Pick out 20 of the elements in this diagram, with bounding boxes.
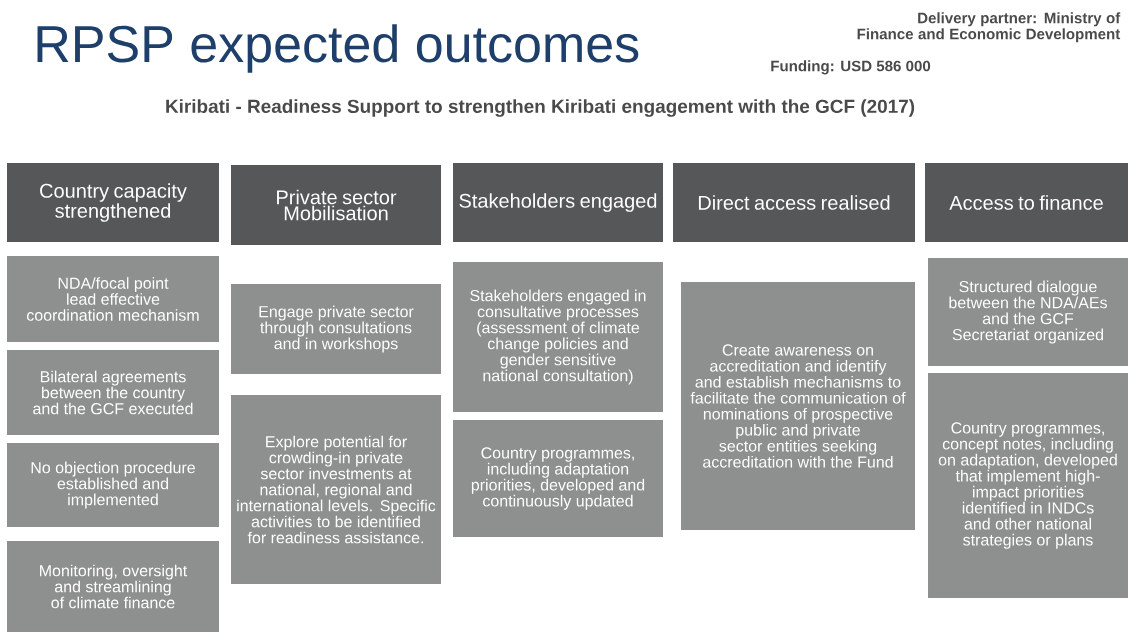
outcome-box: Engage private sector through consultations and in workshops [231,284,441,374]
outcome-box: Bilateral agreements between the country and the GCF executed [7,350,219,435]
column-header: Direct access realised [673,163,915,242]
outcome-box: Explore potential for crowding-in private sector investments at national, regional and international levels. Specific activities to be identified for readiness assistance. [231,395,441,584]
outcome-box: Create awareness on accreditation and identify and establish mechanisms to facilitate the communication of nominations of prospective public and private sector entities seeking accreditation with the Fund [681,282,915,530]
column-header: Private sector Mobilisation [231,165,441,245]
subtitle: Kiribati - Readiness Support to strengthen Kiribati engagement with the GCF (2017) [166,99,915,117]
outcome-box: Country programmes, including adaptation priorities, developed and continuously updated [453,420,663,537]
title: RPSP expected outcomes [37,24,639,73]
info-text: Delivery partner: Ministry of Finance and Economic Development [857,12,1121,43]
outcome-box: No objection procedure established and implemented [7,443,219,527]
outcome-box: Stakeholders engaged in consultative processes (assessment of climate change policies and gender sensitive national consultation) [453,262,663,412]
info-text: Funding: USD 586 000 [771,60,931,75]
column-header: Country capacity strengthened [7,163,219,242]
outcome-box: Structured dialogue between the NDA/AEs and the GCF Secretariat organized [928,258,1128,366]
column-header: Access to finance [925,163,1128,242]
outcome-box: Monitoring, oversight and streamlining of climate finance [7,541,219,632]
outcome-box: Country programmes, concept notes, including on adaptation, developed that implement high-impact priorities identified in INDCs and other national strategies or plans [928,373,1128,598]
outcome-box: NDA/focal point lead effective coordination mechanism [7,256,219,342]
column-header: Stakeholders engaged [453,163,663,242]
